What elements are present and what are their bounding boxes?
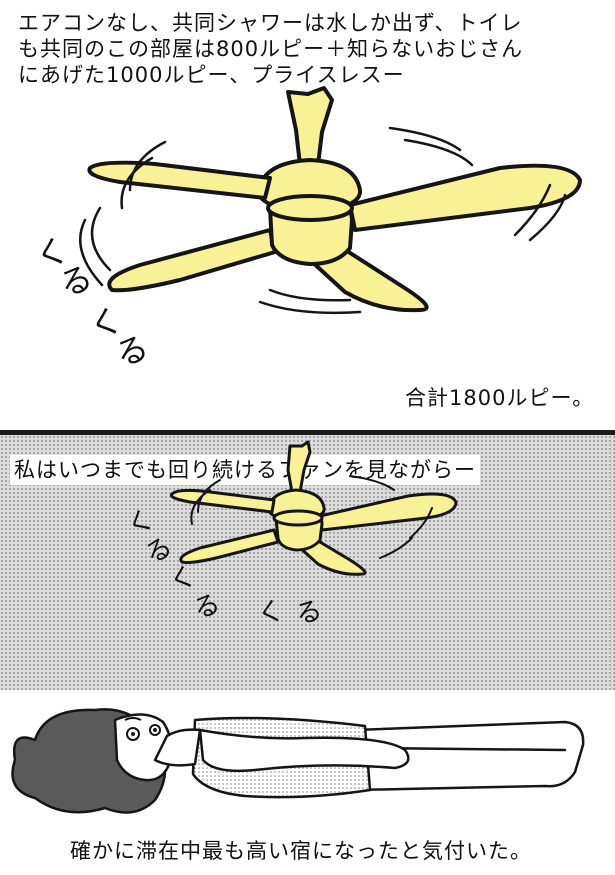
ceiling-fan-large <box>78 86 582 315</box>
total-price-caption: 合計1800ルピー。 <box>405 386 595 410</box>
bottom-caption: 確かに滞在中最も高い宿になったと気付いた。 <box>70 839 532 863</box>
ceiling-fan-small <box>169 440 458 576</box>
middle-caption: 私はいつまでも回り続けるファンを見ながらー <box>10 455 480 485</box>
person-lying-down <box>11 708 585 814</box>
top-caption: エアコンなし、共同シャワーは水しか出ず、トイレ も共同のこの部屋は800ルピー＋… <box>18 11 524 87</box>
panel-divider <box>0 430 615 435</box>
